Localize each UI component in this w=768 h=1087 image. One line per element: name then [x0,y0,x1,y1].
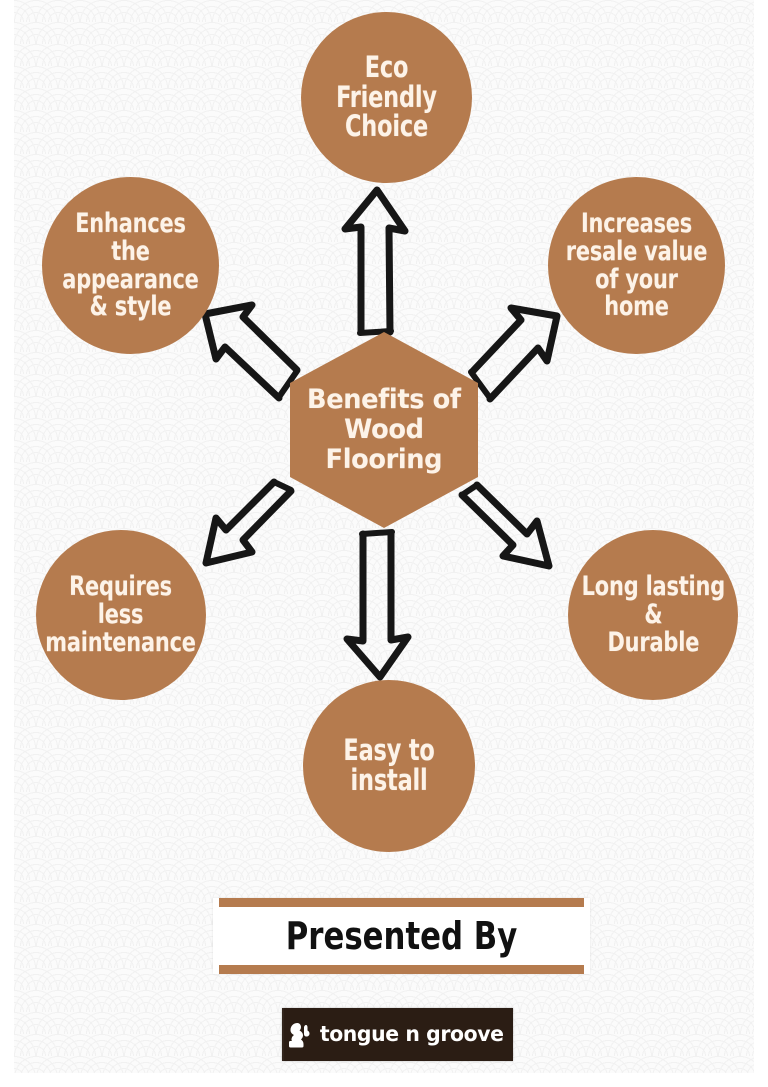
presented-by-bar-bottom [219,965,584,974]
benefit-node-eco: Eco Friendly Choice [301,12,472,183]
presented-by-label: Presented By [285,914,518,958]
benefit-label-easy-install: Easy to install [343,733,435,797]
brand-logo-bar[interactable]: tongue n groove [282,1008,513,1061]
benefit-label-eco: Eco Friendly Choice [336,49,437,144]
benefit-label-durable: Long lasting & Durable [581,571,725,658]
benefit-node-enhance: Enhances the appearance & style [42,177,219,354]
presented-by-bar-top [219,898,584,907]
benefit-label-maintenance: Requires less maintenance [45,571,197,658]
center-title: Benefits of Wood Flooring [307,384,461,475]
squirrel-icon [288,1022,310,1047]
benefit-node-resale: Increases resale value of your home [548,177,725,354]
benefit-label-enhance: Enhances the appearance & style [62,207,199,323]
presented-by-box: Presented By [213,898,590,974]
benefit-label-resale: Increases resale value of your home [565,207,708,323]
benefit-node-durable: Long lasting & Durable [568,530,738,700]
benefit-node-easy-install: Easy to install [303,680,475,852]
brand-wordmark: tongue n groove [319,1022,504,1046]
benefit-node-maintenance: Requires less maintenance [36,530,206,700]
